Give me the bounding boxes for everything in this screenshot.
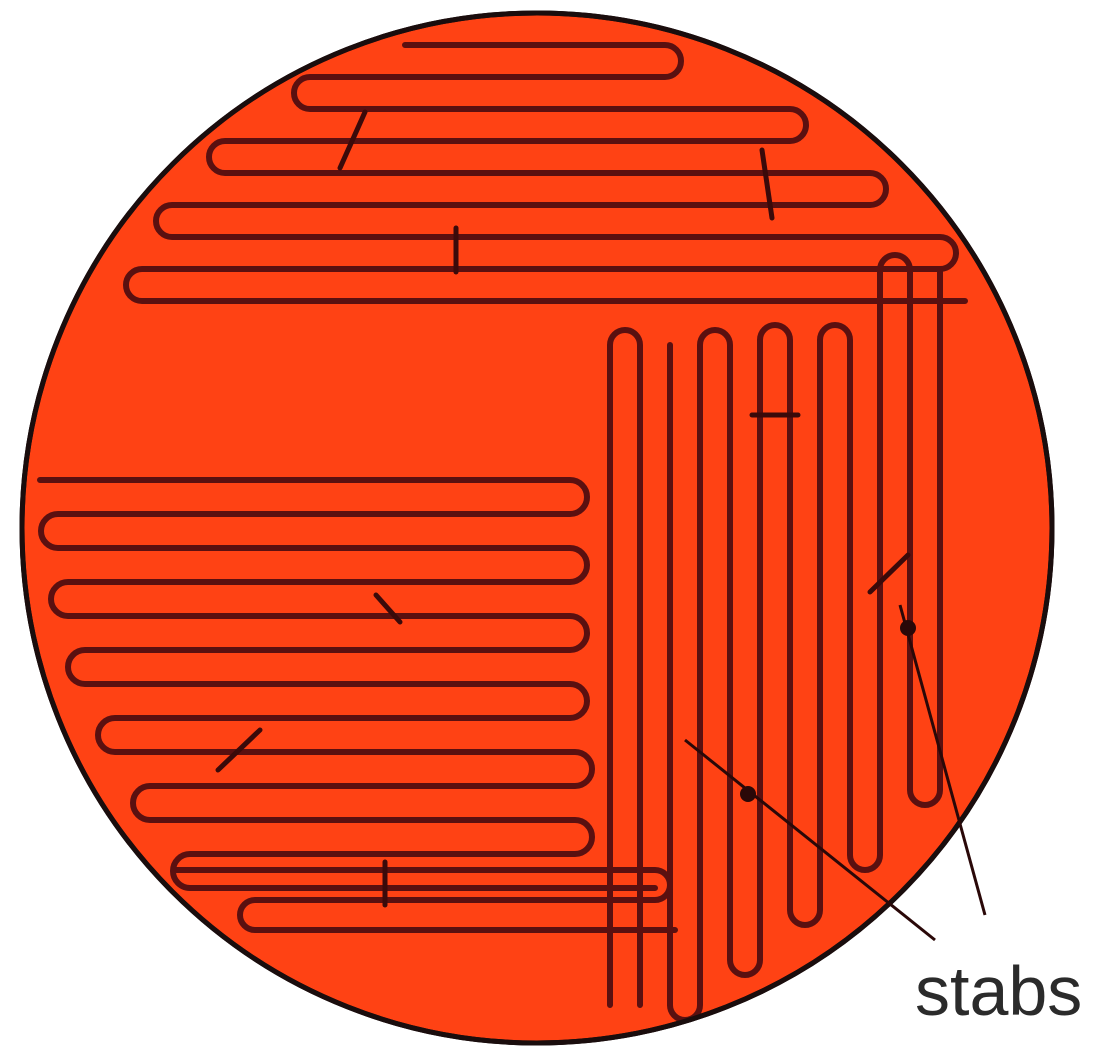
stabs-label: stabs bbox=[915, 952, 1082, 1030]
stabs-pointer-dot bbox=[900, 620, 916, 636]
stabs-pointer-dot bbox=[740, 786, 756, 802]
